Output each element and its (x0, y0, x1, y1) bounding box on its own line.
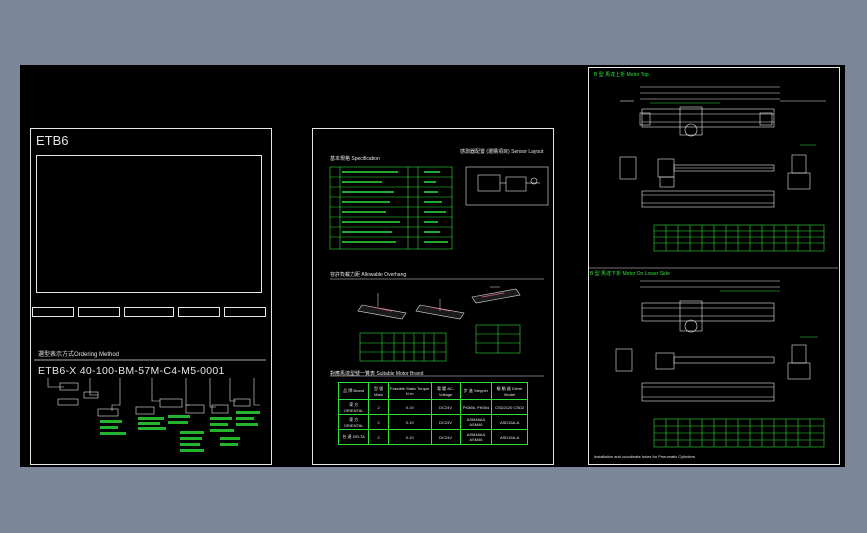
footnote: Installation and coordinate holes for Pn… (594, 454, 695, 459)
mid-sheet-frame (312, 128, 554, 465)
motor-table: 品 牌 Brand 型 號 Mark Possible Static Torqu… (337, 382, 528, 445)
overhang-heading: 容許負載力距 Allowable Overhang (330, 272, 407, 278)
table-header-row: 品 牌 Brand 型 號 Mark Possible Static Torqu… (337, 382, 528, 400)
left-sheet-frame (30, 128, 272, 465)
spec-table (329, 166, 549, 377)
option-box (124, 307, 174, 317)
drawing-canvas[interactable]: ETB6 選型表示方式Ordering Method ETB6-X 40-100… (20, 65, 845, 467)
model-code: ETB6-X 40-100-BM-57M-C4-M5-0001 (38, 365, 225, 377)
cell: ASD16A-A (491, 429, 528, 445)
ordering-callouts (47, 378, 260, 452)
sensor-heading: 感測器配置 (選購項目) Sensor Layout (460, 149, 544, 155)
left-sheet-title: ETB6 (36, 133, 69, 148)
col-brand: 品 牌 Brand (337, 382, 370, 400)
motor-top-heading: B 型 馬達上折 Motor Top (594, 72, 649, 78)
option-box (178, 307, 220, 317)
ordering-heading: 選型表示方式Ordering Method (38, 352, 120, 358)
motor-lower-heading: B 型 馬達下折 Motor On Lower Side (590, 271, 670, 277)
cell: 台 達 DELTA (337, 429, 370, 445)
cell: 2 (368, 429, 389, 445)
table-row: 東 方 ORIENTAL 2 0.19 DC24V PK566, PK564 C… (337, 399, 528, 415)
table-row: 台 達 DELTA 2 0.19 DC24V ASM46AA ASM46 ASD… (337, 429, 528, 445)
option-box (224, 307, 266, 317)
spec-heading: 基本規格 Specification (330, 156, 380, 162)
overhang-diagrams (357, 286, 521, 362)
cell: ASD16A-A (491, 414, 528, 430)
option-box (32, 307, 74, 317)
cell: DC24V (430, 429, 461, 445)
ordering-underline (34, 359, 266, 361)
right-sheet-frame (588, 67, 840, 465)
motor-heading: 對應馬達型號一覽表 Suitable Motor Brand (330, 371, 424, 377)
motor-brand-table: 品 牌 Brand 型 號 Mark Possible Static Torqu… (337, 382, 528, 445)
option-box (78, 307, 120, 317)
motor-drawings (588, 86, 838, 448)
cell: ASM46AA ASM46 (459, 414, 493, 430)
preview-box (36, 155, 262, 293)
